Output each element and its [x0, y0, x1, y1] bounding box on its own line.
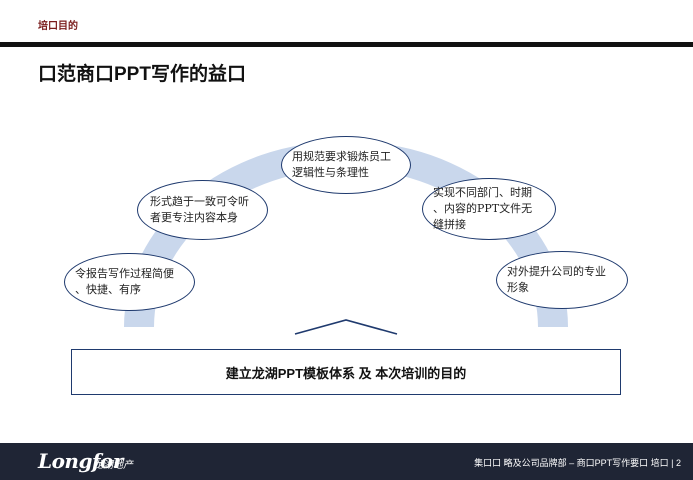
bubble-line: 、快捷、有序	[75, 283, 141, 296]
bubble-line: 用规范要求锻炼员工	[292, 150, 391, 163]
benefit-bubble-top: 用规范要求锻炼员工 逻辑性与条理性	[281, 136, 411, 194]
chevron-up-icon	[294, 319, 398, 335]
bubble-line: 缝拼接	[433, 218, 466, 231]
bubble-line: 令报告写作过程简便	[75, 267, 174, 280]
footer-text: 集口口 略及公司品牌部 – 商口PPT写作要口 培口 | 2	[474, 458, 681, 468]
benefit-bubble-lower-right: 对外提升公司的专业 形象	[496, 251, 628, 309]
benefit-bubble-lower-left: 令报告写作过程简便 、快捷、有序	[64, 253, 195, 311]
bubble-line: 对外提升公司的专业	[507, 265, 606, 278]
bubble-line: 实现不同部门、时期	[433, 186, 532, 199]
header-rule	[0, 42, 693, 47]
benefit-bubble-right: 实现不同部门、时期 、内容的PPT文件无 缝拼接	[422, 178, 556, 240]
page-title: 口范商口PPT写作的益口	[38, 64, 246, 85]
bubble-line: 逻辑性与条理性	[292, 166, 369, 179]
brand-logo: Longfor	[38, 449, 123, 473]
bubble-line: 、内容的PPT文件无	[433, 202, 533, 215]
goal-box: 建立龙湖PPT模板体系 及 本次培训的目的	[71, 349, 621, 395]
footer-bar: Longfor 龙湖地产 集口口 略及公司品牌部 – 商口PPT写作要口 培口 …	[0, 443, 693, 480]
bubble-line: 者更专注内容本身	[150, 211, 238, 224]
section-label: 培口目的	[38, 21, 78, 32]
brand-logo-cn: 龙湖地产	[93, 460, 133, 471]
benefit-bubble-left: 形式趋于一致可令听 者更专注内容本身	[137, 180, 268, 240]
goal-text: 建立龙湖PPT模板体系 及 本次培训的目的	[225, 365, 467, 381]
bubble-line: 形式趋于一致可令听	[150, 195, 249, 208]
bubble-line: 形象	[507, 281, 529, 294]
